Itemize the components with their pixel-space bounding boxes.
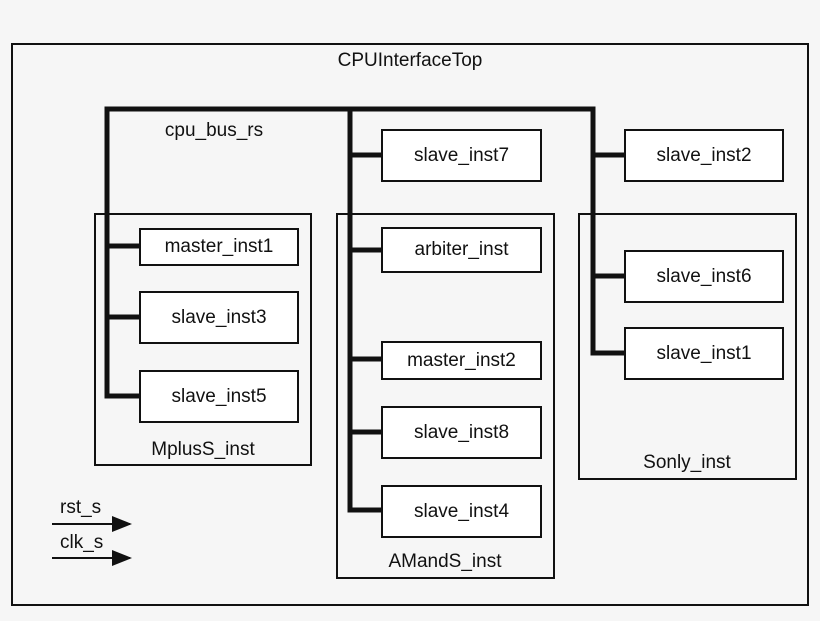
diagram-title: CPUInterfaceTop: [337, 50, 483, 71]
group-amands-frame: [336, 213, 555, 579]
group-mpluss-label: MplusS_inst: [151, 439, 255, 460]
signal-rst-label: rst_s: [60, 497, 102, 518]
instance-slave-inst6: slave_inst6: [624, 250, 784, 303]
group-mpluss-frame: [94, 213, 312, 466]
cpu-interface-top-frame: [11, 43, 809, 606]
group-sonly-frame: [578, 213, 797, 480]
group-amands-label: AMandS_inst: [388, 551, 502, 572]
instance-slave-inst3: slave_inst3: [139, 291, 299, 344]
group-sonly-label: Sonly_inst: [643, 452, 731, 473]
instance-slave-inst1: slave_inst1: [624, 327, 784, 380]
instance-master-inst1: master_inst1: [139, 228, 299, 266]
bus-label: cpu_bus_rs: [164, 120, 264, 141]
instance-slave-inst8: slave_inst8: [381, 406, 542, 459]
signal-clk-label: clk_s: [60, 532, 104, 553]
instance-slave-inst7: slave_inst7: [381, 129, 542, 182]
instance-slave-inst5: slave_inst5: [139, 370, 299, 423]
instance-arbiter-inst: arbiter_inst: [381, 227, 542, 273]
instance-master-inst2: master_inst2: [381, 341, 542, 380]
instance-slave-inst2: slave_inst2: [624, 129, 784, 182]
instance-slave-inst4: slave_inst4: [381, 485, 542, 538]
